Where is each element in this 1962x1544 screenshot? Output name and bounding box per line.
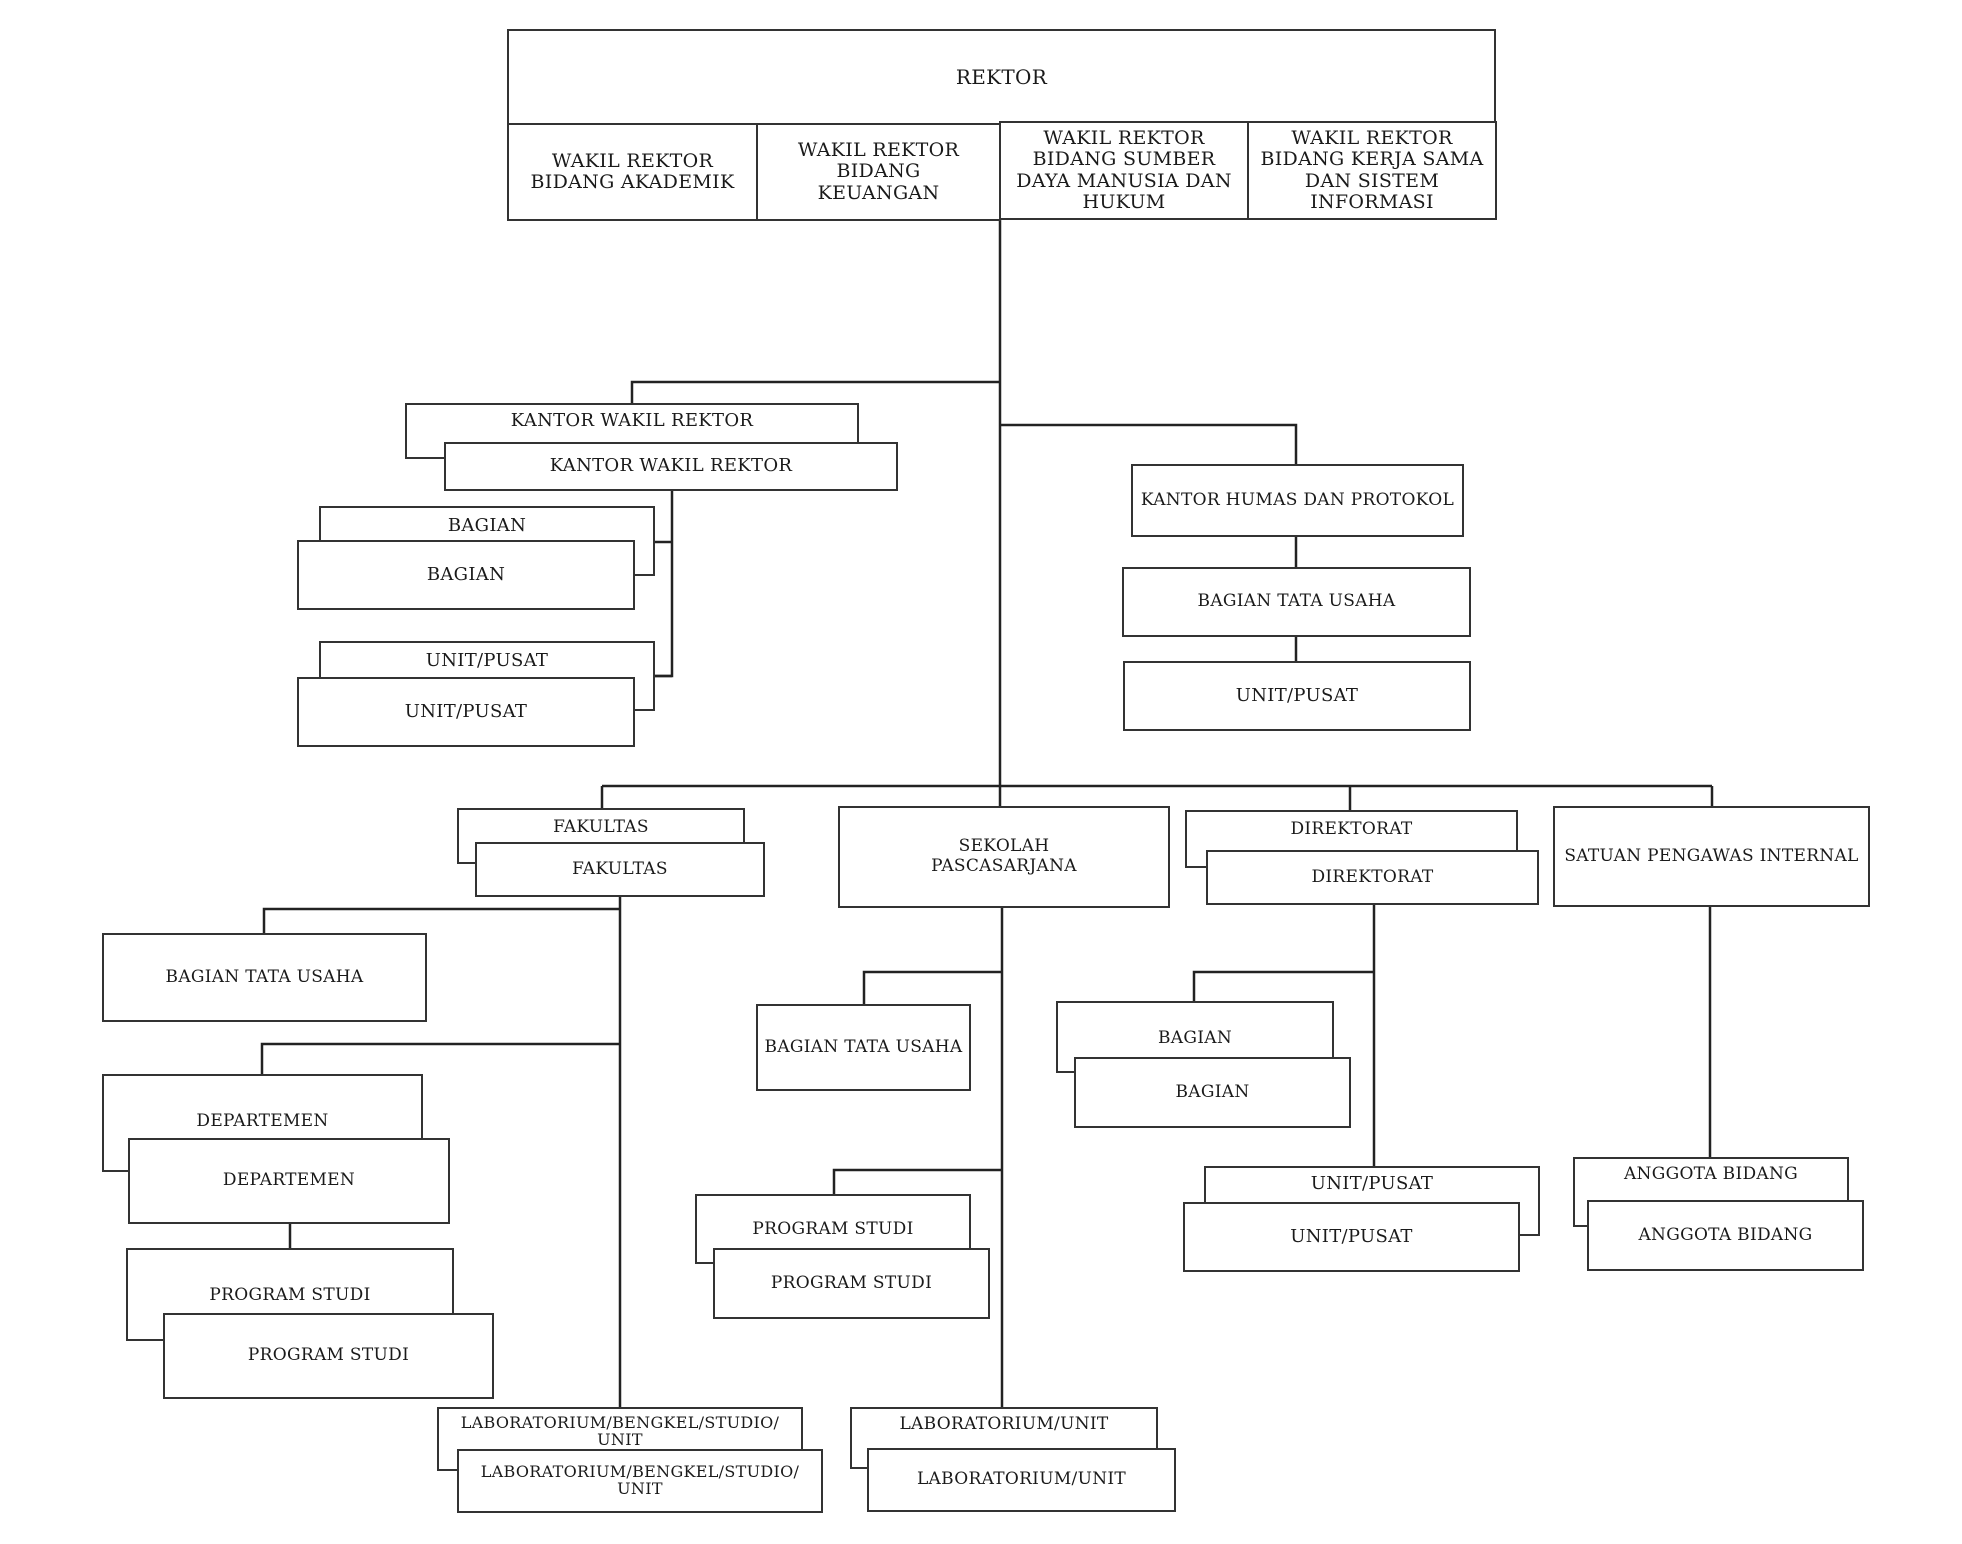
dir-bagian-front: BAGIAN (1074, 1057, 1351, 1128)
satuan-pengawas-internal-box: SATUAN PENGAWAS INTERNAL (1553, 806, 1870, 907)
sekolah-pascasarjana-box: SEKOLAH PASCASARJANA (838, 806, 1170, 908)
direktorat-front: DIREKTORAT (1206, 850, 1539, 905)
kantor-humas-protokol-box: KANTOR HUMAS DAN PROTOKOL (1131, 464, 1464, 537)
kwr-bagian-front: BAGIAN (297, 540, 635, 610)
sps-bagian-tata-usaha-box: BAGIAN TATA USAHA (756, 1004, 971, 1091)
fak-laboratorium-front: LABORATORIUM/BENGKEL/STUDIO/ UNIT (457, 1449, 823, 1513)
humas-unit-pusat-box: UNIT/PUSAT (1123, 661, 1471, 731)
wakil-rektor-sdm-hukum-box: WAKIL REKTOR BIDANG SUMBER DAYA MANUSIA … (999, 121, 1249, 220)
fak-program-studi-front: PROGRAM STUDI (163, 1313, 494, 1399)
kantor-wakil-rektor-front: KANTOR WAKIL REKTOR (444, 442, 898, 491)
rektor-box: REKTOR (507, 29, 1496, 125)
kwr-unit-pusat-front: UNIT/PUSAT (297, 677, 635, 747)
fakultas-front: FAKULTAS (475, 842, 765, 897)
wakil-rektor-keuangan-box: WAKIL REKTOR BIDANG KEUANGAN (756, 123, 1001, 221)
dir-unit-pusat-front: UNIT/PUSAT (1183, 1202, 1520, 1272)
humas-bagian-tata-usaha-box: BAGIAN TATA USAHA (1122, 567, 1471, 637)
spi-anggota-bidang-front: ANGGOTA BIDANG (1587, 1200, 1864, 1271)
sps-laboratorium-front: LABORATORIUM/UNIT (867, 1448, 1176, 1512)
wakil-rektor-akademik-box: WAKIL REKTOR BIDANG AKADEMIK (507, 123, 758, 221)
fak-bagian-tata-usaha-box: BAGIAN TATA USAHA (102, 933, 427, 1022)
wakil-rektor-kerja-sama-box: WAKIL REKTOR BIDANG KERJA SAMA DAN SISTE… (1247, 121, 1497, 220)
sps-program-studi-front: PROGRAM STUDI (713, 1248, 990, 1319)
fak-departemen-front: DEPARTEMEN (128, 1138, 450, 1224)
